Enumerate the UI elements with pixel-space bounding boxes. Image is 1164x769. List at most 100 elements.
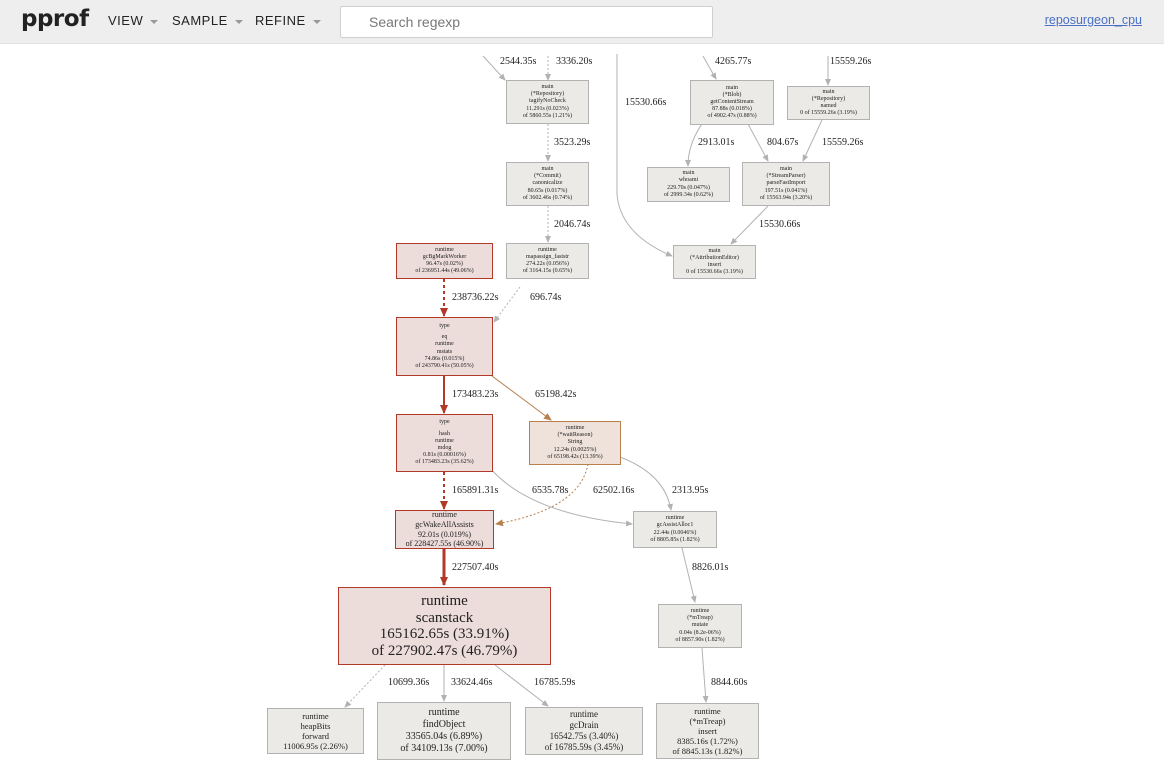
edge-line <box>616 54 673 257</box>
node-line: tagifyNoCheck <box>529 98 566 105</box>
node-line: type <box>439 322 450 329</box>
node-line: (*Repository) <box>530 91 565 98</box>
node-line: runtime <box>565 425 585 432</box>
node-line: 16542.75s (3.40%) <box>549 731 619 741</box>
node-line: of 227902.47s (46.79%) <box>371 642 518 659</box>
profile-link[interactable]: reposurgeon_cpu <box>1044 13 1142 27</box>
edge-weight-label[interactable]: 15530.66s <box>625 97 667 108</box>
node-line: (*StreamParser) <box>766 173 806 180</box>
edge-weight-label[interactable]: 8826.01s <box>692 562 729 573</box>
graph-node[interactable]: type eq runtime mstats 74.86s (0.015%) o… <box>396 317 493 376</box>
edge-weight-label[interactable]: 15559.26s <box>822 137 864 148</box>
edge-weight-label[interactable]: 10699.36s <box>388 677 430 688</box>
graph-node[interactable]: runtime (*mTreap) mutate 0.04s (8.2e-06%… <box>658 604 742 648</box>
graph-node[interactable]: main whoami 229.70s (0.047%) of 2999.34s… <box>647 167 730 202</box>
edge-line <box>702 55 717 80</box>
node-line: hash <box>439 430 450 437</box>
search-input[interactable] <box>340 6 713 38</box>
edge-weight-label[interactable]: 2313.95s <box>672 485 709 496</box>
graph-node[interactable]: runtime gcBgMarkWorker 96.47s (0.02%) of… <box>396 243 493 279</box>
graph-node[interactable]: main (*Repository) named 0 of 15559.26s … <box>787 86 870 120</box>
node-line: 8385.16s (1.72%) <box>677 736 738 747</box>
edge-line <box>493 286 521 323</box>
edge-line <box>701 647 709 703</box>
edge-weight-label[interactable]: 62502.16s <box>593 485 635 496</box>
edge-weight-label[interactable]: 33624.46s <box>451 677 493 688</box>
edge-line <box>730 205 769 245</box>
node-line: 74.86s (0.015%) <box>424 355 465 362</box>
edge-weight-label[interactable]: 4265.77s <box>715 56 752 67</box>
node-line: 0 of 15559.26s (3.19%) <box>800 110 857 117</box>
edge-weight-label[interactable]: 15530.66s <box>759 219 801 230</box>
graph-node[interactable]: main (*Commit) canonicalize 80.65s (0.01… <box>506 162 589 206</box>
edge-weight-label[interactable]: 173483.23s <box>452 389 499 400</box>
node-line: runtime <box>302 710 329 721</box>
app-logo[interactable]: pprof <box>21 6 89 32</box>
node-line: gcWakeAllAssists <box>415 519 474 529</box>
graph-node[interactable]: main (*AttributionEditor) insert 0 of 15… <box>673 245 756 279</box>
graph-node[interactable]: runtime scanstack 165162.65s (33.91%) of… <box>338 587 551 665</box>
edge-weight-label[interactable]: 15559.26s <box>830 56 872 67</box>
edge-weight-label[interactable]: 2544.35s <box>500 56 537 67</box>
node-line: of 8805.85s (1.82%) <box>650 536 700 543</box>
graph-node[interactable]: runtime gcAssistAlloc1 22.44s (0.0046%) … <box>633 511 717 548</box>
node-line: of 2999.34s (0.62%) <box>663 191 714 198</box>
node-line: gcDrain <box>569 720 599 731</box>
call-graph[interactable]: 2544.35s 3336.20s 4265.77s 15559.26s 155… <box>0 44 1164 769</box>
node-line: runtime <box>432 510 457 520</box>
node-line: 33565.04s (6.89%) <box>405 731 483 742</box>
node-line: 11.291s (0.023%) <box>526 105 569 112</box>
graph-node[interactable]: runtime gcWakeAllAssists 92.01s (0.019%)… <box>395 510 494 549</box>
graph-node[interactable]: runtime heapBits forward 11006.95s (2.26… <box>267 708 364 754</box>
edge-line <box>489 467 633 527</box>
node-line: of 236951.44s (49.06%) <box>415 268 474 275</box>
graph-node[interactable]: type hash runtime mdog 0.81s (0.00016%) … <box>396 414 493 472</box>
edge-weight-label[interactable]: 65198.42s <box>535 389 577 400</box>
graph-node[interactable]: main (*StreamParser) parseFastImport 197… <box>742 162 830 206</box>
node-line: heapBits <box>300 720 331 731</box>
node-line: 22.44s (0.0046%) <box>653 529 697 536</box>
node-line: (*mTreap) <box>687 615 713 622</box>
node-line: 0.81s (0.00016%) <box>423 452 466 459</box>
edge-weight-label[interactable]: 3336.20s <box>556 56 593 67</box>
node-line: runtime <box>435 246 454 253</box>
graph-node[interactable]: runtime (*waitReason) String 12.24s (0.0… <box>529 421 621 465</box>
edge-weight-label[interactable]: 238736.22s <box>452 292 499 303</box>
edge-weight-label[interactable]: 16785.59s <box>534 677 576 688</box>
node-line: eq <box>441 334 448 341</box>
chevron-down-icon <box>312 19 321 24</box>
node-line: runtime <box>435 437 454 444</box>
edge-weight-label[interactable]: 8844.60s <box>711 677 748 688</box>
node-line: of 228427.55s (46.90%) <box>405 539 484 549</box>
node-line: findObject <box>422 719 466 730</box>
graph-node[interactable]: runtime (*mTreap) insert 8385.16s (1.72%… <box>656 703 759 759</box>
graph-node[interactable]: main (*Repository) tagifyNoCheck 11.291s… <box>506 80 589 124</box>
edge-weight-label[interactable]: 165891.31s <box>452 485 499 496</box>
graph-node[interactable]: runtime findObject 33565.04s (6.89%) of … <box>377 702 511 760</box>
node-line: scanstack <box>415 609 474 626</box>
edge-weight-label[interactable]: 2913.01s <box>698 137 735 148</box>
graph-node[interactable]: runtime gcDrain 16542.75s (3.40%) of 167… <box>525 707 643 755</box>
sample-menu[interactable]: SAMPLE <box>172 13 243 28</box>
node-line: parseFastImport <box>766 180 806 187</box>
edge-weight-label[interactable]: 2046.74s <box>554 219 591 230</box>
graph-node[interactable]: main (*Blob) getContentStream 87.88s (0.… <box>690 80 774 125</box>
node-line: 0 of 15530.66s (3.19%) <box>686 269 743 276</box>
node-line: 11006.95s (2.26%) <box>283 741 348 752</box>
edge-line <box>681 547 697 603</box>
graph-edges <box>344 54 831 708</box>
chevron-down-icon <box>150 19 159 24</box>
node-line: main <box>822 88 835 95</box>
edge-line <box>482 55 506 81</box>
view-menu[interactable]: VIEW <box>108 13 159 28</box>
node-line: of 8857.90s (1.82%) <box>675 636 725 643</box>
graph-node[interactable]: runtime mapassign_faststr 274.22s (0.056… <box>506 243 589 279</box>
edge-weight-label[interactable]: 804.67s <box>767 137 799 148</box>
edge-weight-label[interactable]: 227507.40s <box>452 562 499 573</box>
node-line: main <box>708 247 721 254</box>
edge-weight-label[interactable]: 6535.78s <box>532 485 569 496</box>
edge-weight-label[interactable]: 3523.29s <box>554 137 591 148</box>
edge-weight-label[interactable]: 696.74s <box>530 292 562 303</box>
refine-menu[interactable]: REFINE <box>255 13 321 28</box>
edge-line <box>747 123 769 162</box>
